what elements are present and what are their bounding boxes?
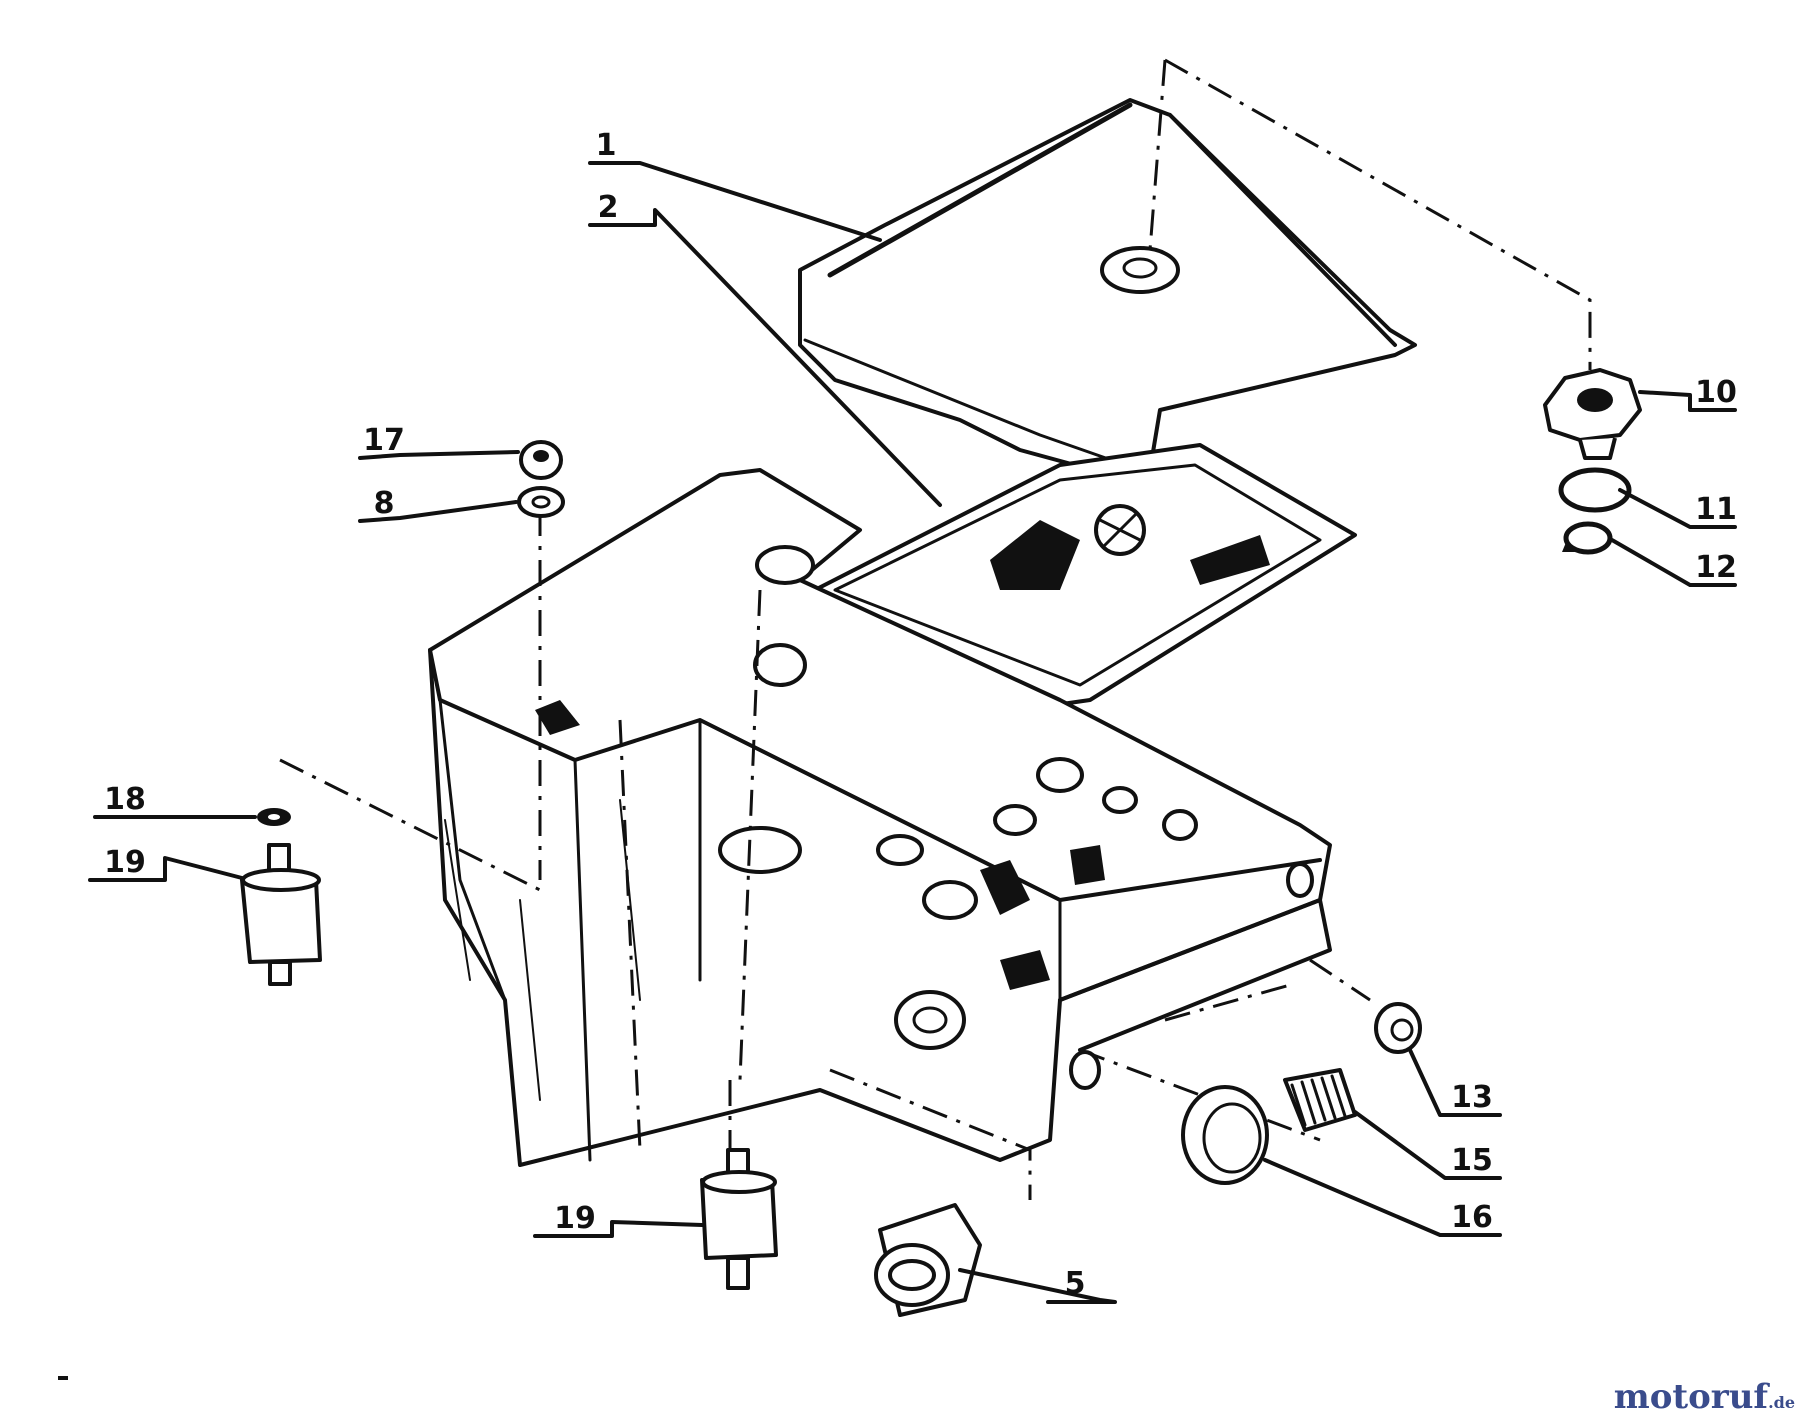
callout-19-left: 19 <box>104 845 146 880</box>
callout-19-bottom: 19 <box>554 1201 596 1236</box>
part-11-ring <box>1558 467 1632 513</box>
part-13-plug <box>1374 1002 1422 1054</box>
callout-12: 12 <box>1695 550 1737 585</box>
main-housing-body <box>428 468 1332 1167</box>
part-5-cap <box>874 1203 982 1317</box>
callout-17: 17 <box>363 423 405 458</box>
part-17-nut <box>519 440 563 480</box>
assembly-guide-lines <box>279 58 1592 1200</box>
leader-lines <box>88 161 1737 1304</box>
watermark-text: motoruf <box>1614 1377 1771 1414</box>
callout-1: 1 <box>596 128 617 163</box>
part-10-knob <box>1543 368 1642 460</box>
callout-labels: 1 2 5 8 10 11 12 13 15 16 17 18 19 19 <box>104 128 1737 1301</box>
watermark-logo: motoruf.de <box>1614 1377 1795 1414</box>
callout-15: 15 <box>1451 1143 1493 1178</box>
svg-text:motoruf.de: motoruf.de <box>1614 1377 1795 1414</box>
callout-11: 11 <box>1695 492 1737 527</box>
part-19-sensor-bottom <box>700 1148 778 1290</box>
part-18-washer <box>257 808 291 826</box>
part-15-spring <box>1283 1068 1357 1132</box>
watermark-suffix: .de <box>1768 1393 1795 1412</box>
callout-8: 8 <box>374 486 395 521</box>
part-19-sensor-left <box>240 843 322 986</box>
top-cover-part <box>798 98 1417 482</box>
callout-2: 2 <box>598 190 619 225</box>
part-8-washer <box>517 486 565 518</box>
part-12-clip <box>1562 521 1613 555</box>
part-16-cover-plug <box>1181 1085 1269 1185</box>
scan-mark <box>58 1376 68 1380</box>
callout-13: 13 <box>1451 1080 1493 1115</box>
callout-18: 18 <box>104 782 146 817</box>
callout-10: 10 <box>1695 375 1737 410</box>
callout-5: 5 <box>1065 1266 1086 1301</box>
callout-16: 16 <box>1451 1200 1493 1235</box>
